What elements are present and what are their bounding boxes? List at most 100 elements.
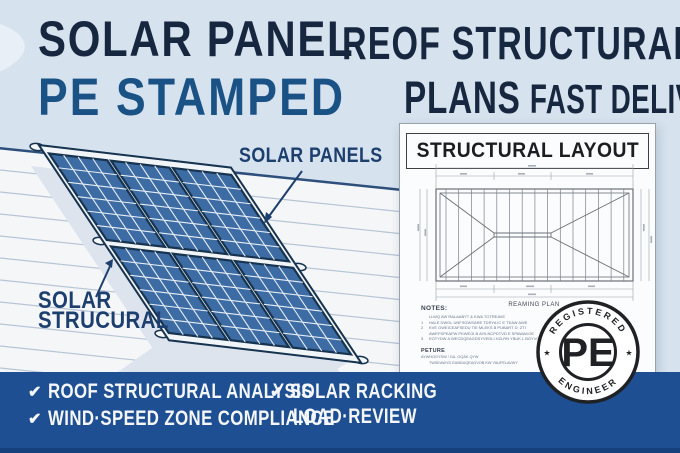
solar-structural-label: SOLAR STRUCURAL [38, 287, 192, 334]
document-title-box: STRUCTURAL LAYOUT [406, 133, 649, 169]
panel-grid-line [68, 182, 126, 189]
notes-heading: NOTES: [421, 305, 448, 312]
annotation-arrows [95, 170, 303, 298]
corner-swoosh-shape [0, 24, 25, 72]
check-icon: ✔ [28, 410, 42, 428]
note-text: KVE GWEICEAFSEDU TIE MLEKS B PUBART D: Z… [429, 325, 526, 331]
panel-grid-line [264, 304, 322, 311]
panel-grid-line [245, 275, 303, 282]
note-line: 2 KVE GWEICEAFSEDU TIE MLEKS B PUBART D:… [421, 325, 621, 331]
panel-grid-line [202, 211, 260, 218]
headline-word-plans: PLANS [404, 72, 521, 123]
note-number: 3 [421, 336, 424, 342]
headline-plans-fast-delivery: PLANS FAST DELIVRY [404, 75, 680, 120]
feature-heading: PETURE [421, 348, 446, 354]
note-line: 3 EOTYDW A WECDQEAGDSYVEDLI HZLRN YBUK L… [421, 336, 621, 342]
panel-grid-line [192, 283, 250, 290]
feature-block: PETURE AYWHOGYSW / GA. GQAK QYW TWSEAWYD… [421, 348, 621, 366]
banner-item-text: LOAD·REVIEW [293, 405, 417, 428]
feature-text: TWSEAWYD EABDUQEAGVOB KW YAUFELAVWY [429, 360, 518, 365]
document-title: STRUCTURAL LAYOUT [416, 139, 639, 162]
panel-grid-line [221, 240, 279, 247]
check-icon: ✔ [270, 383, 284, 401]
solar-panel-array [39, 145, 361, 363]
plan-dimension-text-marks [417, 165, 653, 296]
panel-grid-line [140, 290, 198, 297]
headline-roof-structural: REOF STRUCTURAL [342, 17, 680, 69]
panel-grid-line [221, 326, 279, 333]
panel-grid-line [183, 182, 241, 189]
stamp-star-right-icon: ★ [625, 349, 632, 358]
solar-panels-label-text: SOLAR PANELS [239, 144, 383, 167]
note-line: AWEFSPEAFW PKWEGI B AYILNCPDTVD E SPAWAK… [421, 331, 621, 337]
panel-shadow-lower [118, 336, 355, 372]
feature-text: AYWHOGYSW / GA. GQAK QYW [421, 355, 479, 359]
panel-grid-line [149, 304, 207, 311]
stamp-star-left-icon: ★ [543, 349, 550, 358]
banner-item-load-review: LOAD·REVIEW [293, 406, 448, 427]
panel-grid-line [254, 290, 312, 297]
headline-right: REOF STRUCTURAL PLANS FAST DELIVRY [342, 20, 680, 120]
plan-caption: REAMING PLAN [508, 302, 559, 308]
plan-joists [446, 189, 624, 281]
panel-grid-line [283, 333, 341, 340]
note-text: HALE DWGL UNFSGWSARE TDRYA IC E TEAW AWE [429, 319, 528, 325]
panels-arrow-line [266, 170, 303, 220]
panel-grid-line [121, 175, 179, 182]
check-icon: ✔ [28, 383, 42, 401]
panel-grid-line [192, 197, 250, 204]
feature-line: TWSEAWYD EABDUQEAGVOB KW YAUFELAVWY [421, 361, 621, 367]
panel-grid-line [159, 319, 217, 326]
panel-grid-line [87, 211, 145, 218]
stamp-inner-ring [559, 323, 617, 381]
panel-grid-line [211, 311, 269, 318]
banner-bottom-strip [0, 448, 680, 453]
stamp-pe-text: PE [561, 331, 614, 375]
note-text: AWEFSPEAFW PKWEGI B AYILNCPDTVD E SPAWAK… [429, 330, 534, 336]
notes-block: NOTES: LLWQ AW RALAABYT & KWA TOTREAVE 1… [421, 305, 621, 342]
panel-grid-line [159, 233, 217, 240]
panels-arrow-head [264, 212, 272, 224]
panel-grid-line [149, 218, 207, 225]
headline-pe-stamped: PE STAMPED [38, 68, 346, 127]
structure-arrow-line [95, 263, 112, 298]
headline-word-fast-delivery: FAST DELIVRY [529, 76, 680, 122]
note-number: 2 [421, 325, 424, 331]
headline-solar-panel: SOLAR PANEL [38, 11, 355, 67]
banner-item-text: ROOF STRUCTURAL ANALYSIS [48, 380, 314, 403]
panel-grid-line [202, 297, 260, 304]
plan-outer-wall [435, 188, 634, 282]
panel-grid-line [211, 226, 269, 233]
solar-structural-label-line2: STRUCURAL [38, 307, 169, 334]
solar-structural-label-line1: SOLAR [38, 287, 112, 314]
plan-dimension-lines [419, 164, 650, 301]
panel-grid-line [140, 204, 198, 211]
note-number: 1 [421, 319, 424, 325]
plan-inner-wall [439, 192, 630, 278]
note-line: LLWQ AW RALAABYT & KWA TOTREAVE [421, 314, 621, 320]
note-text: EOTYDW A WECDQEAGDSYVEDLI HZLRN YBUK L B… [429, 336, 547, 342]
panel-grid-line [59, 168, 117, 175]
feature-line: AYWHOGYSW / GA. GQAK QYW [421, 355, 621, 361]
banner-item-roof-structural-analysis: ✔ ROOF STRUCTURAL ANALYSIS [28, 381, 379, 402]
banner-item-text: SOLAR RACKING [290, 380, 438, 403]
panel-grid-line [183, 268, 241, 275]
panel-grid-line [97, 226, 155, 233]
note-text: LLWQ AW RALAABYT & KWA TOTREAVE [429, 314, 506, 319]
note-line: 1 HALE DWGL UNFSGWSARE TDRYA IC E TEAW A… [421, 320, 621, 326]
panel-grid-line [130, 190, 188, 197]
banner-item-wind-speed-zone-compliance: ✔ WIND·SPEED ZONE COMPLIANCE [28, 408, 407, 429]
panel-grid-line [273, 319, 331, 326]
framing-plan-drawing: REAMING PLAN [417, 164, 653, 308]
panel-grid-line [130, 275, 188, 282]
structural-layout-document: STRUCTURAL LAYOUT [399, 123, 656, 375]
pe-registered-engineer-stamp: REGISTERED ENGINEER ★ ★ PE [536, 300, 640, 404]
plan-hip-rafters [439, 192, 630, 278]
panel-grid-line [78, 197, 136, 204]
banner-item-text: WIND·SPEED ZONE COMPLIANCE [48, 407, 336, 430]
panel-grid-line [121, 261, 179, 268]
solar-panels-label: SOLAR PANELS [239, 145, 408, 166]
headline-left: SOLAR PANEL PE STAMPED [38, 14, 680, 124]
